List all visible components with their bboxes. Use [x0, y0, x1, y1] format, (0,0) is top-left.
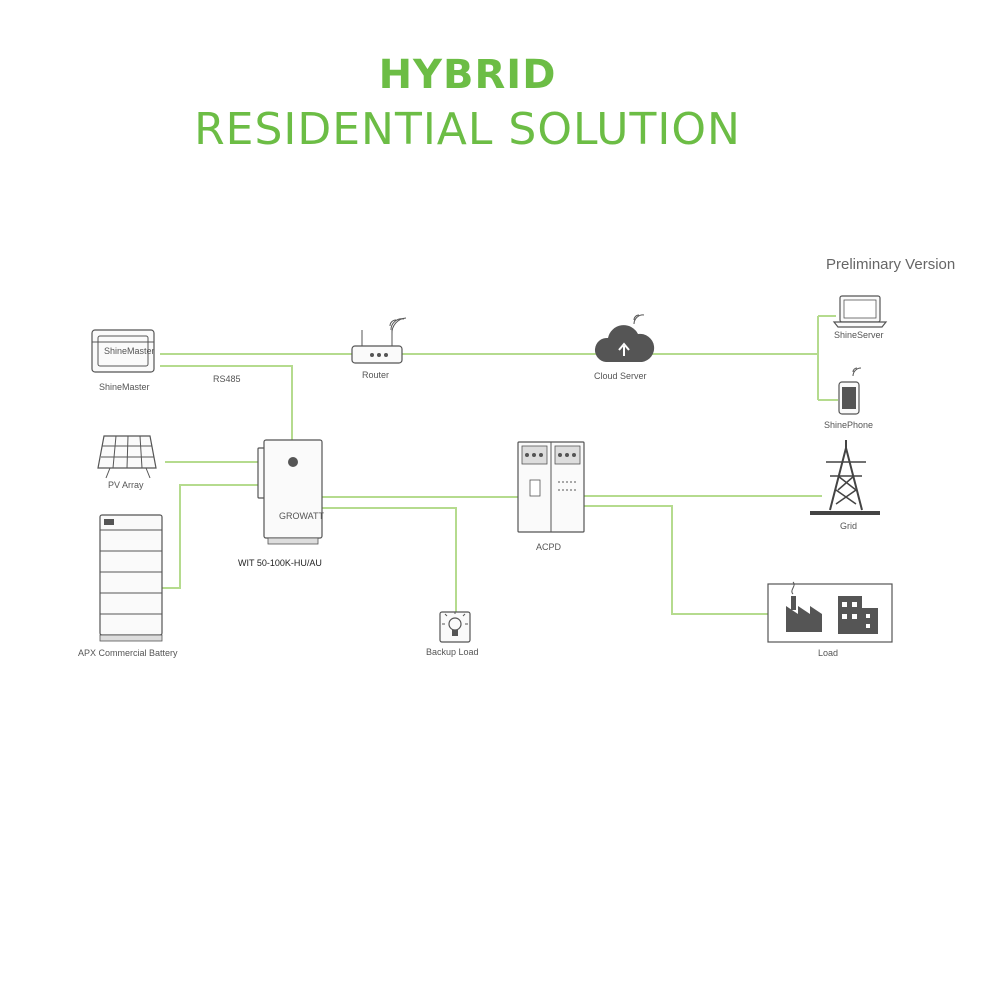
wires [160, 315, 838, 615]
wire-rs485 [160, 365, 293, 440]
cloud-icon [594, 314, 655, 362]
label-acpd: ACPD [536, 542, 562, 552]
title-hybrid: HYBRID [378, 52, 557, 98]
label-pv-array: PV Array [108, 480, 144, 490]
controller-icon: ShineMaster [91, 329, 155, 373]
label-apx-commercial-battery: APX Commercial Battery [78, 648, 178, 658]
battery-icon [99, 514, 163, 642]
laptop-icon [832, 295, 888, 328]
router-icon [351, 317, 407, 364]
label-shineserver: ShineServer [834, 330, 884, 340]
label-grid: Grid [840, 521, 857, 531]
pylon-icon [810, 440, 880, 515]
label-cloud-server: Cloud Server [594, 371, 647, 381]
label-router: Router [362, 370, 389, 380]
label-backup-load: Backup Load [426, 647, 479, 657]
label-rs485: RS485 [213, 374, 241, 384]
wire-acpd-load [584, 505, 768, 615]
cabinet-icon [517, 441, 585, 533]
label-inverter-model: WIT 50-100K-HU/AU [238, 558, 322, 568]
label-load: Load [818, 648, 838, 658]
factory-icon [767, 581, 893, 643]
bulb-icon [439, 611, 471, 643]
preliminary-version-note: Preliminary Version [826, 256, 956, 273]
title-residential-solution: RESIDENTIAL SOLUTION [194, 104, 741, 155]
label-shinephone: ShinePhone [824, 420, 873, 430]
inverter-icon: GROWATT [257, 439, 324, 545]
wire-inverter-backup [322, 507, 457, 612]
phone-icon [838, 367, 862, 415]
wire-battery-inverter [162, 484, 262, 589]
controller-device-text: ShineMaster [104, 346, 155, 356]
solar-panel-icon [97, 435, 157, 479]
inverter-brand-text: GROWATT [279, 511, 324, 521]
label-shinemaster: ShineMaster [99, 382, 150, 392]
